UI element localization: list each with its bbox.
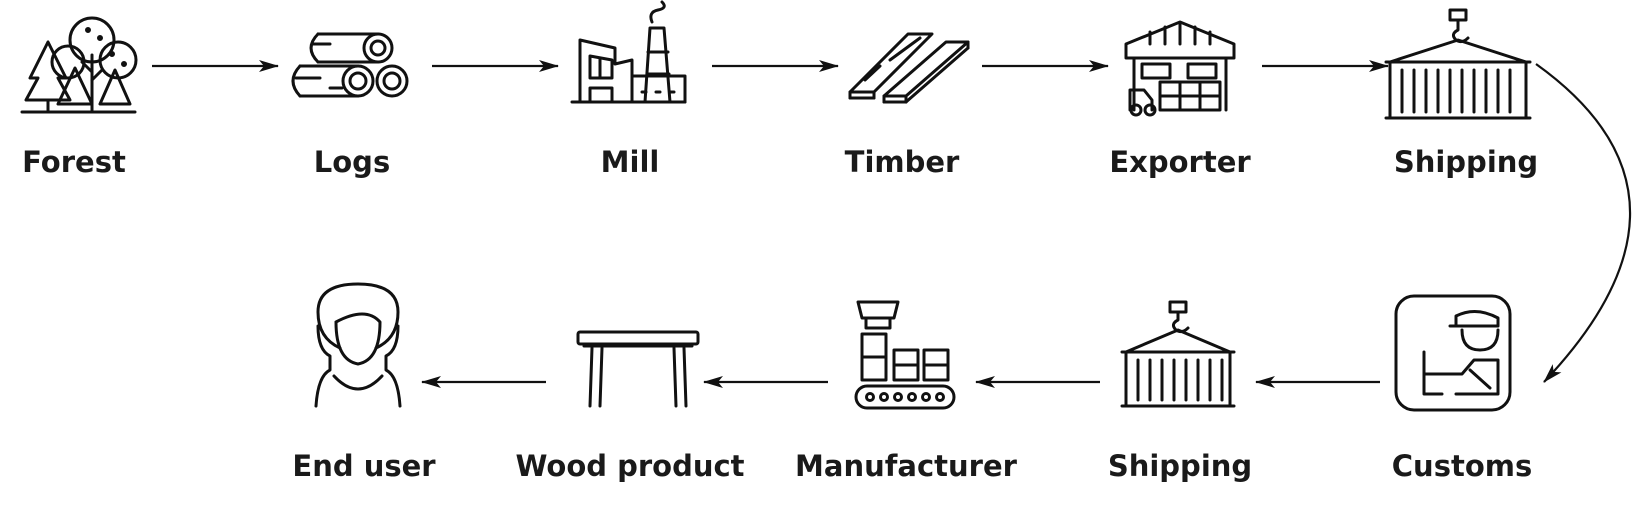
assembly-line-icon [854,300,956,410]
label-shipping-out: Shipping [1394,145,1538,179]
container-crane-icon [1384,8,1532,120]
warehouse-icon [1124,20,1236,117]
label-exporter: Exporter [1109,145,1251,179]
label-timber: Timber [845,145,960,179]
trees-icon [20,16,138,114]
label-mill: Mill [601,145,660,179]
person-icon [314,282,402,408]
flow-arrows [152,60,1632,388]
customs-officer-icon [1394,294,1512,412]
label-customs: Customs [1392,449,1532,483]
arrow-shipping-to-customs [1535,63,1632,383]
table-icon [576,330,700,408]
container-crane-icon [1120,300,1236,408]
planks-icon [848,32,970,104]
label-forest: Forest [22,145,126,179]
label-wood-product: Wood product [515,449,744,483]
factory-icon [570,0,687,104]
logs-icon [291,32,409,98]
label-logs: Logs [314,145,390,179]
label-end-user: End user [292,449,436,483]
label-shipping-in: Shipping [1108,449,1252,483]
label-manufacturer: Manufacturer [795,449,1018,483]
